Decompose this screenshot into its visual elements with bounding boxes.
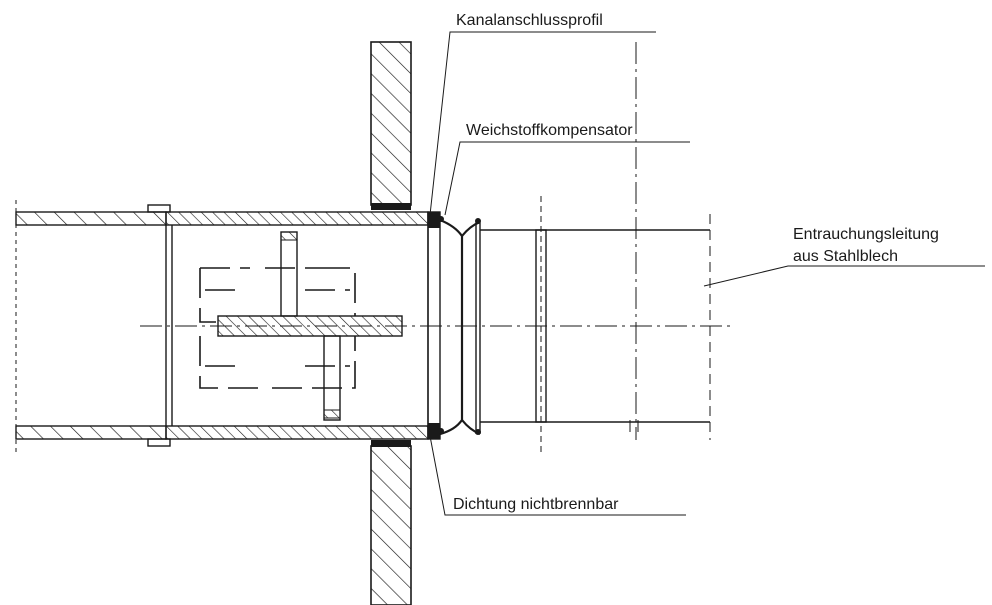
damper-open-position (199, 267, 356, 389)
label-channel-profile: Kanalanschlussprofil (456, 12, 603, 29)
blade-lower-stem (323, 335, 341, 421)
housing-bottom-wall (165, 425, 429, 440)
label-seal: Dichtung nichtbrennbar (453, 496, 619, 513)
annotation-smoke-duct: Entrauchungsleitung aus Stahlblech (703, 226, 985, 287)
sleeve-bottom (147, 438, 171, 447)
wall-upper (370, 41, 412, 206)
annotation-compensator: Weichstoffkompensator (444, 122, 690, 216)
wall (370, 41, 412, 605)
blade-lower-stem-cap (323, 409, 341, 419)
blade-upper-stem (280, 231, 298, 317)
label-compensator: Weichstoffkompensator (466, 122, 633, 139)
housing-top-wall (165, 211, 429, 226)
sleeve-top (147, 204, 171, 213)
label-duct-line2: aus Stahlblech (793, 248, 898, 265)
center-lines (140, 42, 732, 440)
annotation-channel-profile: Kanalanschlussprofil (429, 12, 656, 216)
wall-seal-top (371, 203, 411, 210)
wall-seal-bottom (371, 440, 411, 447)
wall-lower (370, 445, 412, 605)
annotation-seal: Dichtung nichtbrennbar (429, 435, 686, 516)
damper-housing (165, 211, 429, 440)
blade-upper-stem-cap (280, 231, 298, 241)
left-duct-top-wall (15, 211, 167, 226)
left-duct-bottom-wall (15, 425, 167, 440)
label-duct-line1: Entrauchungsleitung (793, 226, 939, 243)
